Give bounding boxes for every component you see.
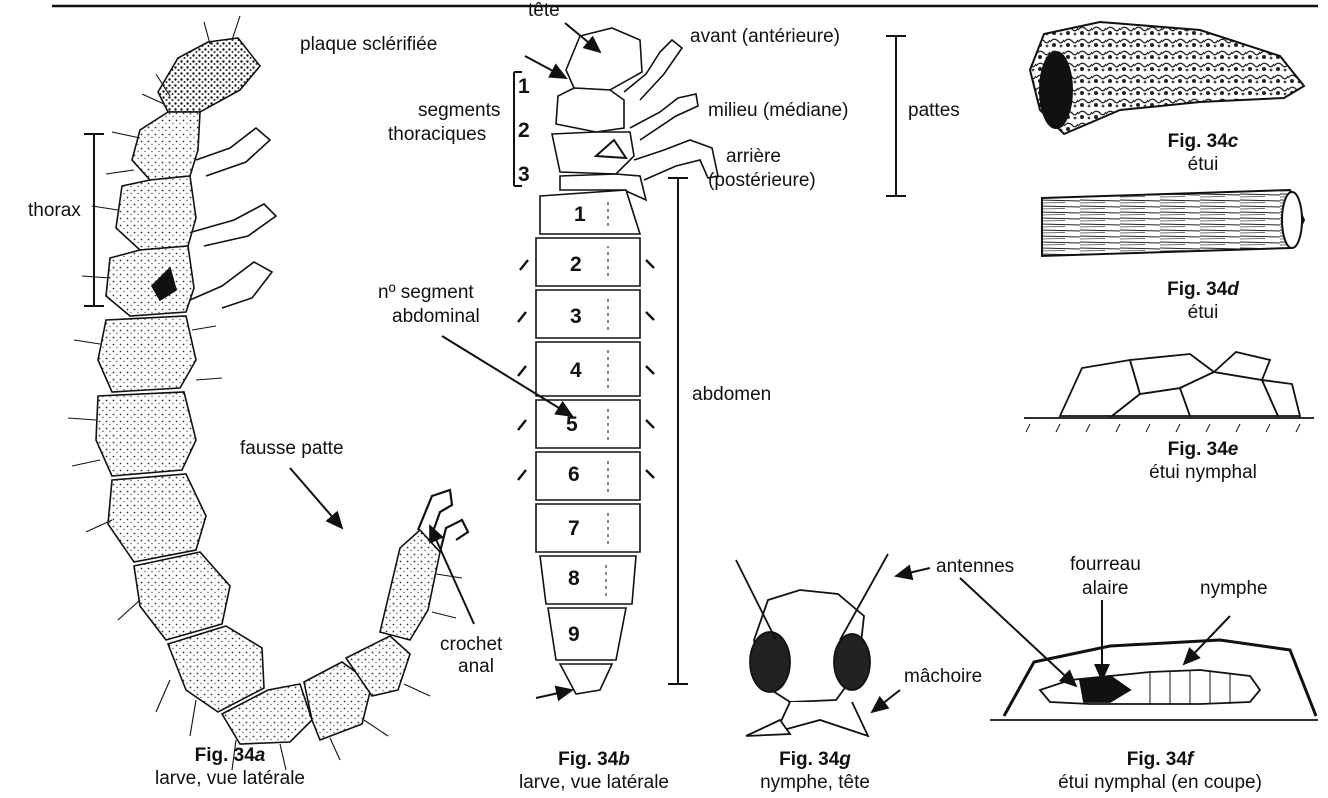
label-tete: tête: [528, 0, 560, 22]
fig-34g-head: [736, 554, 888, 736]
caption-34g: Fig. 34g nymphe, tête: [740, 748, 890, 794]
caption-34d-letter: d: [1227, 279, 1239, 300]
caption-34b-letter: b: [618, 749, 630, 770]
label-antennes: antennes: [936, 556, 1014, 578]
label-abdomen: abdomen: [692, 384, 771, 406]
abdominal-number-9: 9: [568, 624, 580, 646]
label-anal: anal: [458, 656, 494, 678]
caption-34b-fig: Fig. 34: [558, 749, 618, 770]
caption-34a-fig: Fig. 34: [195, 745, 255, 766]
caption-34b: Fig. 34b larve, vue latérale: [494, 748, 694, 794]
caption-34a: Fig. 34a larve, vue latérale: [130, 744, 330, 790]
caption-34g-fig: Fig. 34: [779, 749, 839, 770]
caption-34e-letter: e: [1228, 439, 1239, 460]
abdominal-number-8: 8: [568, 568, 580, 590]
thoracic-number-3: 3: [518, 164, 530, 186]
caption-34a-sub: larve, vue latérale: [130, 767, 330, 790]
label-crochet: crochet: [440, 634, 502, 656]
label-thorax: thorax: [28, 200, 81, 222]
caption-34e-sub: étui nymphal: [1118, 461, 1288, 484]
label-milieu: milieu (médiane): [708, 100, 848, 122]
abdominal-number-2: 2: [570, 254, 582, 276]
caption-34f: Fig. 34f étui nymphal (en coupe): [1040, 748, 1280, 794]
abdominal-number-1: 1: [574, 204, 586, 226]
label-plaque: plaque sclérifiée: [300, 34, 437, 56]
caption-34f-fig: Fig. 34: [1127, 749, 1187, 770]
thoracic-number-1: 1: [518, 76, 530, 98]
label-abdominal: abdominal: [392, 306, 480, 328]
fig-34e-case: [1024, 352, 1314, 432]
label-machoire: mâchoire: [904, 666, 982, 688]
abdominal-number-7: 7: [568, 518, 580, 540]
abdominal-number-5: 5: [566, 414, 578, 436]
label-fausse-patte: fausse patte: [240, 438, 344, 460]
caption-34c-letter: c: [1228, 131, 1239, 152]
label-pattes: pattes: [908, 100, 960, 122]
caption-34e-fig: Fig. 34: [1168, 439, 1228, 460]
label-arriere: arrière: [726, 146, 781, 168]
fig-34c-case: [1030, 22, 1304, 134]
label-segments: segments: [418, 100, 500, 122]
caption-34g-letter: g: [839, 749, 851, 770]
caption-34a-letter: a: [255, 745, 266, 766]
caption-34d-fig: Fig. 34: [1167, 279, 1227, 300]
label-avant: avant (antérieure): [690, 26, 840, 48]
caption-34c-fig: Fig. 34: [1168, 131, 1228, 152]
label-fourreau: fourreau: [1070, 554, 1141, 576]
thoracic-number-2: 2: [518, 120, 530, 142]
caption-34e: Fig. 34e étui nymphal: [1118, 438, 1288, 484]
caption-34d-sub: étui: [1138, 301, 1268, 324]
fig-34b-larva: [518, 28, 718, 694]
thorax-bracket: [84, 134, 104, 306]
caption-34c-sub: étui: [1138, 153, 1268, 176]
caption-34d: Fig. 34d étui: [1138, 278, 1268, 324]
label-no-segment: nº segment: [378, 282, 474, 304]
label-posterieure: (postérieure): [708, 170, 816, 192]
abdominal-number-3: 3: [570, 306, 582, 328]
label-nymphe: nymphe: [1200, 578, 1268, 600]
caption-34b-sub: larve, vue latérale: [494, 771, 694, 794]
caption-34g-sub: nymphe, tête: [740, 771, 890, 794]
fig-34d-case: [1042, 190, 1304, 256]
caption-34f-letter: f: [1187, 749, 1193, 770]
caption-34c: Fig. 34c étui: [1138, 130, 1268, 176]
caption-34f-sub: étui nymphal (en coupe): [1040, 771, 1280, 794]
label-thoraciques: thoraciques: [388, 124, 486, 146]
label-alaire: alaire: [1082, 578, 1128, 600]
abdomen-bracket: [668, 178, 688, 684]
pattes-bracket: [886, 36, 906, 196]
abdominal-number-6: 6: [568, 464, 580, 486]
abdominal-number-4: 4: [570, 360, 582, 382]
